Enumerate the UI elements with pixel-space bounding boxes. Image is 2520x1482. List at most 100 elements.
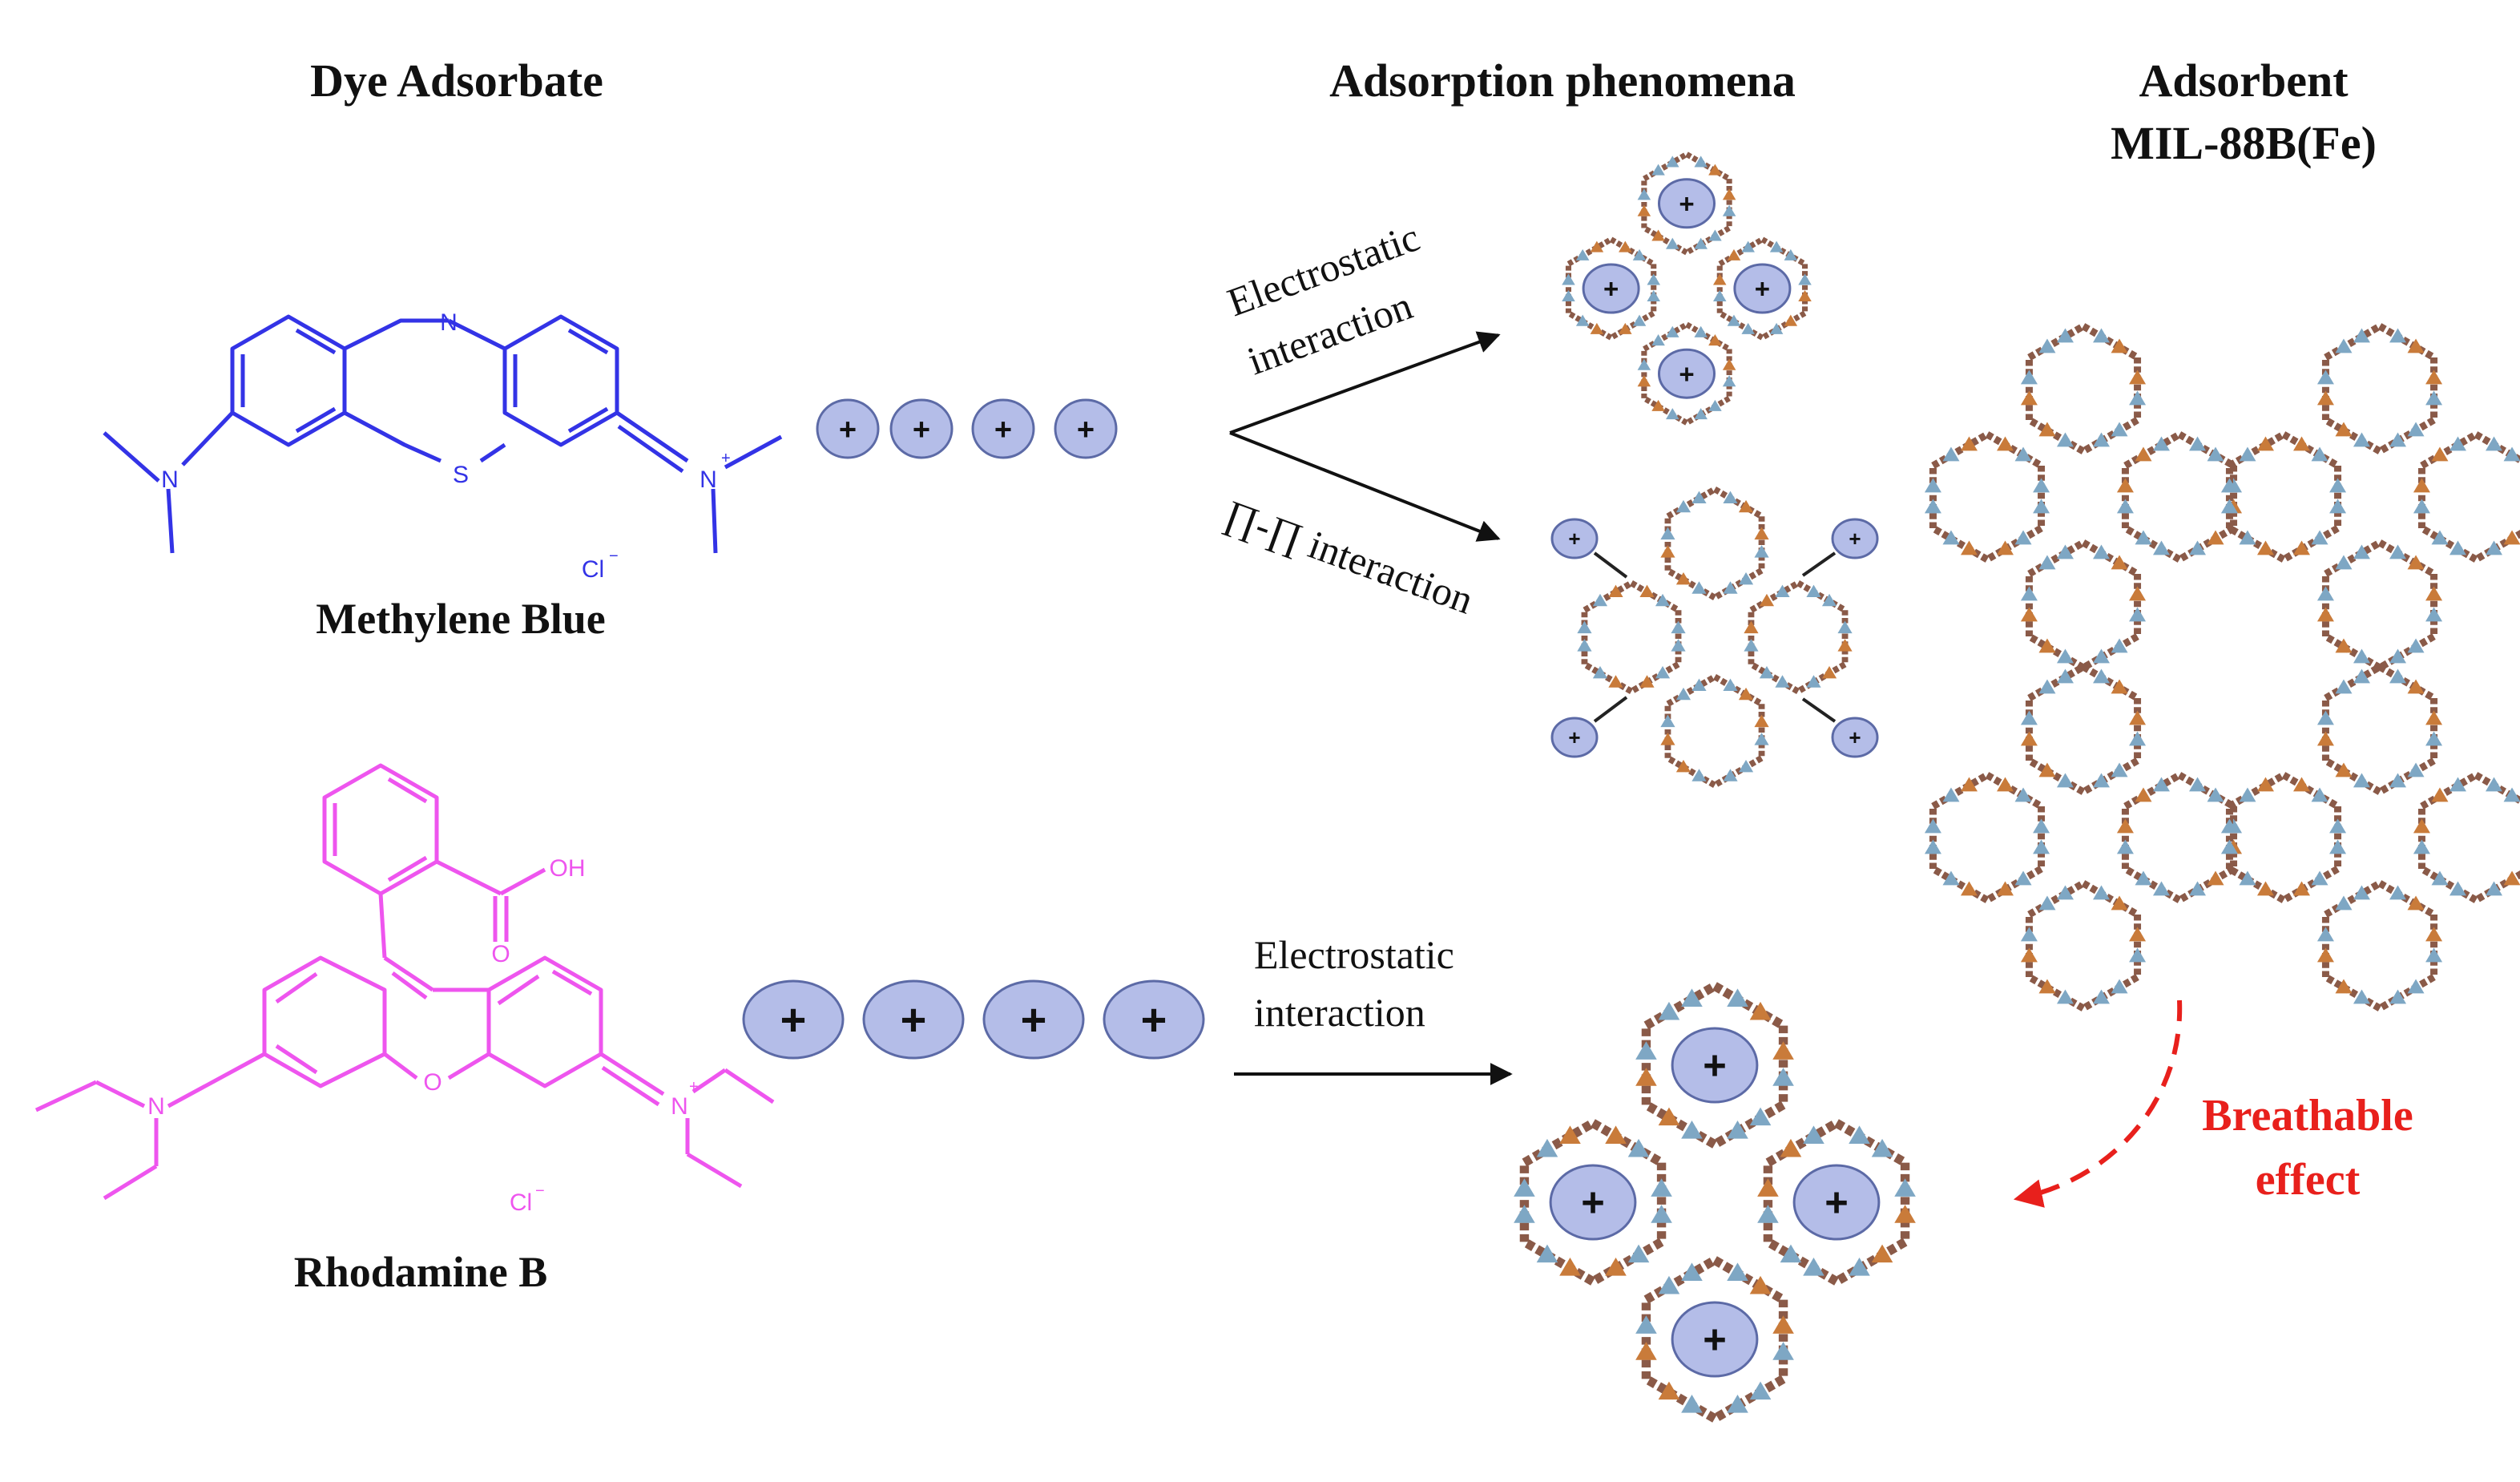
mof-linker — [1931, 525, 1990, 563]
mof-node — [2425, 390, 2443, 406]
mof-node — [2413, 818, 2430, 834]
mof-node — [2335, 679, 2353, 694]
mof-node — [1681, 1262, 1703, 1281]
mof-node — [1536, 1244, 1558, 1263]
mof-node — [2407, 679, 2425, 694]
cation: + — [1054, 398, 1118, 459]
mof-ring — [1562, 236, 1660, 341]
mof-node — [2135, 787, 2152, 802]
mof-node — [1708, 399, 1722, 411]
mof-node — [1637, 188, 1651, 200]
mof-node — [2503, 787, 2520, 802]
mof-linker — [2027, 633, 2086, 671]
mof-node — [2449, 540, 2466, 555]
mof-node — [1754, 733, 1769, 745]
mof-node — [2413, 839, 2430, 854]
mof-node — [2316, 947, 2334, 963]
mof-linker — [2123, 431, 2182, 469]
mof-node — [2353, 648, 2370, 664]
mof-node — [1749, 1001, 1772, 1020]
mof-node — [2425, 710, 2443, 725]
mof-node — [1559, 1258, 1581, 1276]
mof-node — [2020, 369, 2038, 385]
mof-node — [1769, 240, 1784, 252]
mof-node — [2335, 555, 2353, 570]
mof-node — [1997, 881, 2014, 896]
mof-linker — [1685, 321, 1731, 352]
mof-node — [1627, 1244, 1650, 1263]
mof-linker — [1834, 1119, 1908, 1167]
mof-linker — [1760, 236, 1807, 267]
mof-linker — [1566, 310, 1613, 341]
mof-node — [1575, 314, 1590, 326]
mof-node — [1784, 314, 1798, 326]
mof-node — [2389, 989, 2407, 1004]
mof-linker — [2420, 772, 2478, 810]
mof-node — [2152, 777, 2170, 792]
mof-node — [2311, 870, 2328, 886]
mof-node — [1727, 1121, 1748, 1139]
mof-node — [2239, 787, 2256, 802]
mof-node — [1637, 204, 1651, 216]
cation: + — [1733, 263, 1792, 314]
mof-node — [2129, 731, 2147, 746]
mof-node — [2116, 839, 2134, 854]
mof-node — [1592, 665, 1608, 679]
mof-node — [2038, 555, 2056, 570]
mof-node — [1619, 240, 1632, 252]
rb-atom-plus: + — [689, 1078, 699, 1096]
mof-node — [1639, 584, 1655, 598]
mof-node — [1727, 314, 1741, 326]
mof-node — [2353, 328, 2370, 343]
mof-node — [2038, 638, 2056, 653]
mb-atom-s: S — [453, 462, 469, 488]
cation: + — [889, 398, 954, 459]
mof-linker — [2027, 880, 2086, 918]
mof-node — [1754, 714, 1769, 728]
mof-node — [1651, 164, 1665, 176]
mof-node — [2038, 679, 2056, 694]
mof-node — [2413, 478, 2430, 493]
mof-node — [1722, 375, 1736, 387]
mof-node — [1647, 289, 1660, 302]
mof-node — [1605, 1258, 1627, 1276]
mof-node — [1605, 1125, 1627, 1144]
mof-node — [2033, 478, 2050, 493]
mof-node — [2093, 328, 2111, 343]
mof-node — [2056, 989, 2074, 1004]
mof-node — [1713, 273, 1727, 285]
mof-linker — [1643, 151, 1688, 182]
mof-node — [2293, 436, 2311, 451]
mof-node — [2056, 668, 2074, 684]
cation: + — [816, 398, 880, 459]
mof-node — [1635, 1315, 1657, 1334]
mof-linker — [1713, 755, 1764, 788]
mof-linker — [2324, 880, 2382, 918]
mof-node — [1722, 188, 1736, 200]
mof-node — [1924, 818, 1941, 834]
mb-atom-cl: Cl — [582, 556, 604, 583]
mof-node — [1708, 164, 1722, 176]
mof-node — [2425, 607, 2443, 622]
mof-node — [1635, 1342, 1657, 1360]
mof-node — [2256, 777, 2274, 792]
mof-node — [2014, 530, 2032, 545]
mof-linker — [2027, 417, 2086, 454]
mof-node — [1997, 540, 2014, 555]
mof-linker — [1760, 310, 1807, 341]
mof-node — [2111, 422, 2128, 437]
mof-linker — [2177, 866, 2236, 903]
mof-node — [1722, 358, 1736, 370]
mof-node — [1798, 273, 1812, 285]
mof-node — [1924, 839, 1941, 854]
mof-node — [1723, 769, 1738, 781]
mof-node — [2056, 328, 2074, 343]
mof-linker — [2420, 866, 2478, 903]
mof-node — [1749, 1275, 1772, 1294]
mof-node — [1894, 1205, 1916, 1223]
mof-linker — [1713, 487, 1764, 519]
mof-ring — [1660, 674, 1769, 788]
mof-linker — [1749, 580, 1800, 613]
rhodamine-b-cations: ++++ — [742, 979, 1205, 1060]
mof-node — [2152, 881, 2170, 896]
